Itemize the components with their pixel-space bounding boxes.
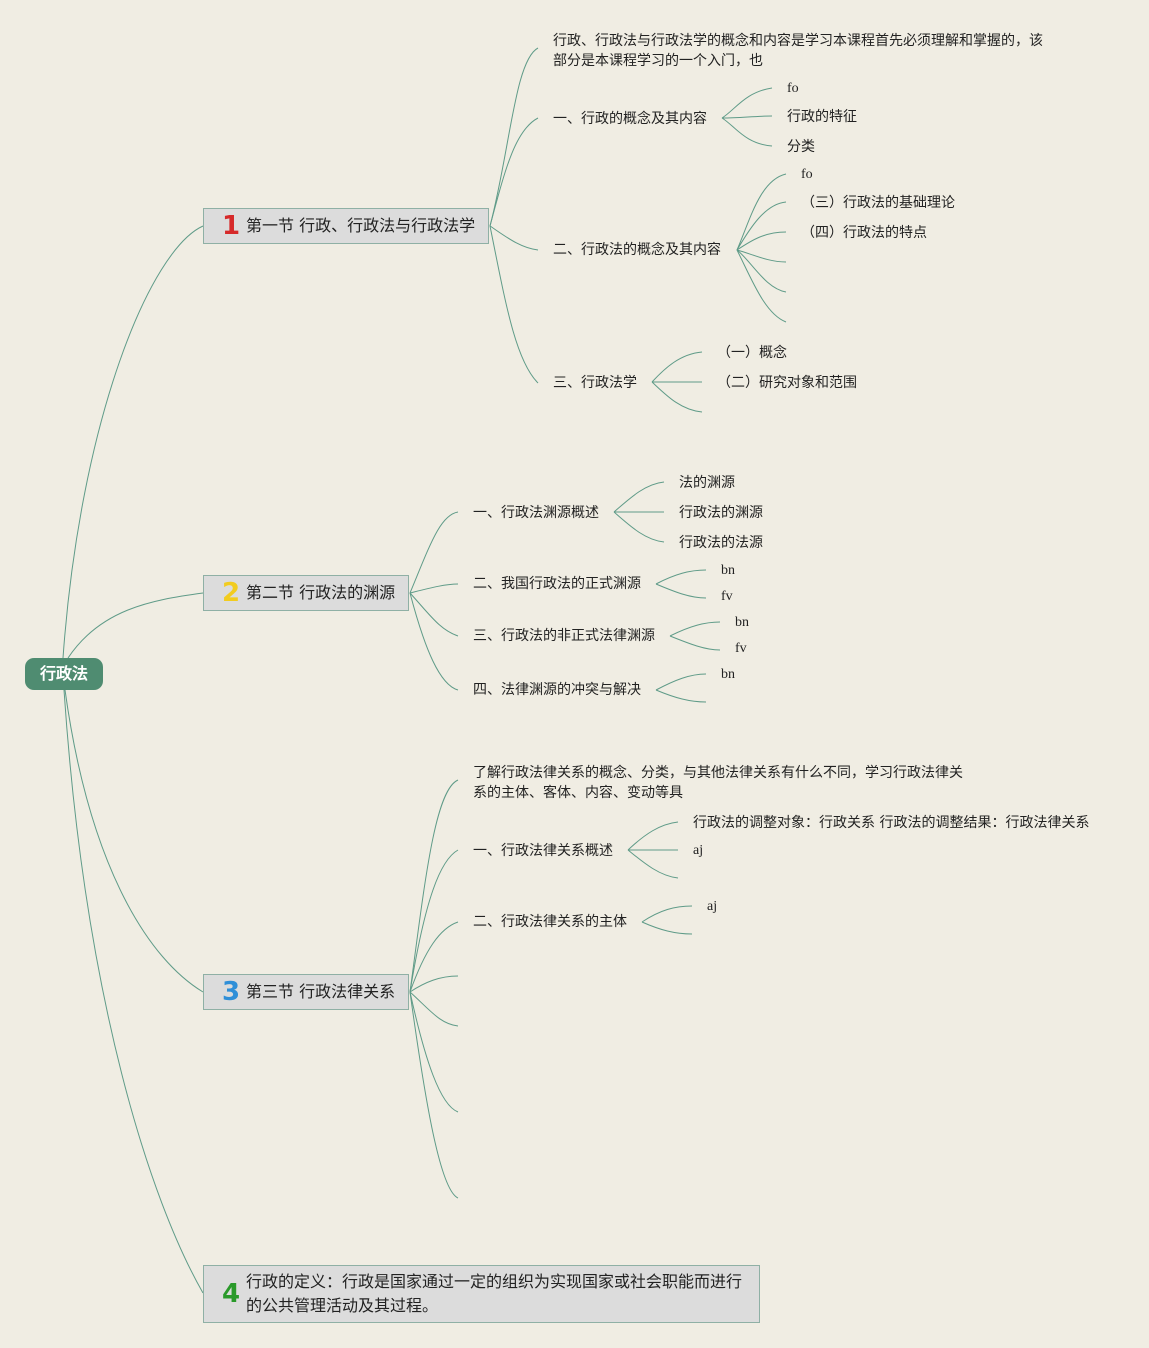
section-1-node[interactable]: 1 第一节 行政、行政法与行政法学 xyxy=(203,208,489,244)
topic-1-1[interactable]: 一、行政的概念及其内容 xyxy=(553,111,707,127)
section-label: 第二节 行政法的渊源 xyxy=(246,583,396,602)
topic-2-1-child[interactable]: 行政法的渊源 xyxy=(679,505,763,521)
topic-1-2[interactable]: 二、行政法的概念及其内容 xyxy=(553,242,721,258)
topic-2-2[interactable]: 二、我国行政法的正式渊源 xyxy=(473,576,641,592)
section-number-4: 4 xyxy=(221,1279,241,1309)
topic-2-3-child[interactable]: fv xyxy=(735,641,747,656)
topic-1-1-child[interactable]: 行政的特征 xyxy=(787,109,857,125)
topic-3-1[interactable]: 一、行政法律关系概述 xyxy=(473,843,613,859)
topic-3-1-child[interactable]: aj xyxy=(693,843,704,858)
topic-2-4-child[interactable]: bn xyxy=(721,667,735,682)
topic-2-1-child[interactable]: 法的渊源 xyxy=(679,475,735,491)
topic-2-2-child[interactable]: fv xyxy=(721,589,733,604)
section-3-intro[interactable]: 了解行政法律关系的概念、分类，与其他法律关系有什么不同，学习行政法律关系的主体、… xyxy=(473,765,963,801)
topic-2-4[interactable]: 四、法律渊源的冲突与解决 xyxy=(473,682,641,698)
section-number-3: 3 xyxy=(221,977,241,1007)
topic-3-1-child[interactable]: 行政法的调整对象：行政关系 行政法的调整结果：行政法律关系 xyxy=(693,815,1090,831)
section-3-node[interactable]: 3 第三节 行政法律关系 xyxy=(203,974,409,1010)
topic-2-1[interactable]: 一、行政法渊源概述 xyxy=(473,505,599,521)
section-label: 第一节 行政、行政法与行政法学 xyxy=(246,216,476,235)
section-number-1: 1 xyxy=(221,211,241,241)
topic-1-2-child[interactable]: （四）行政法的特点 xyxy=(801,225,927,241)
topic-3-2[interactable]: 二、行政法律关系的主体 xyxy=(473,914,627,930)
topic-2-3-child[interactable]: bn xyxy=(735,615,749,630)
topic-2-3[interactable]: 三、行政法的非正式法律渊源 xyxy=(473,628,655,644)
topic-3-2-child[interactable]: aj xyxy=(707,899,718,914)
section-label: 行政的定义：行政是国家通过一定的组织为实现国家或社会职能而进行的公共管理活动及其… xyxy=(246,1272,743,1315)
section-4-node[interactable]: 4 行政的定义：行政是国家通过一定的组织为实现国家或社会职能而进行的公共管理活动… xyxy=(203,1265,760,1323)
topic-1-3-child[interactable]: （一）概念 xyxy=(717,345,787,361)
section-1-intro[interactable]: 行政、行政法与行政法学的概念和内容是学习本课程首先必须理解和掌握的，该部分是本课… xyxy=(553,33,1043,69)
section-label: 第三节 行政法律关系 xyxy=(246,982,396,1001)
topic-1-2-child[interactable]: （三）行政法的基础理论 xyxy=(801,195,955,211)
topic-2-1-child[interactable]: 行政法的法源 xyxy=(679,535,763,551)
topic-1-1-child[interactable]: 分类 xyxy=(787,139,815,155)
root-node[interactable]: 行政法 xyxy=(25,658,103,690)
topic-1-3[interactable]: 三、行政法学 xyxy=(553,375,637,391)
topic-1-2-child[interactable]: fo xyxy=(801,167,813,182)
section-2-node[interactable]: 2 第二节 行政法的渊源 xyxy=(203,575,409,611)
topic-1-1-child[interactable]: fo xyxy=(787,81,799,96)
topic-2-2-child[interactable]: bn xyxy=(721,563,735,578)
section-number-2: 2 xyxy=(221,578,241,608)
topic-1-3-child[interactable]: （二）研究对象和范围 xyxy=(717,375,857,391)
